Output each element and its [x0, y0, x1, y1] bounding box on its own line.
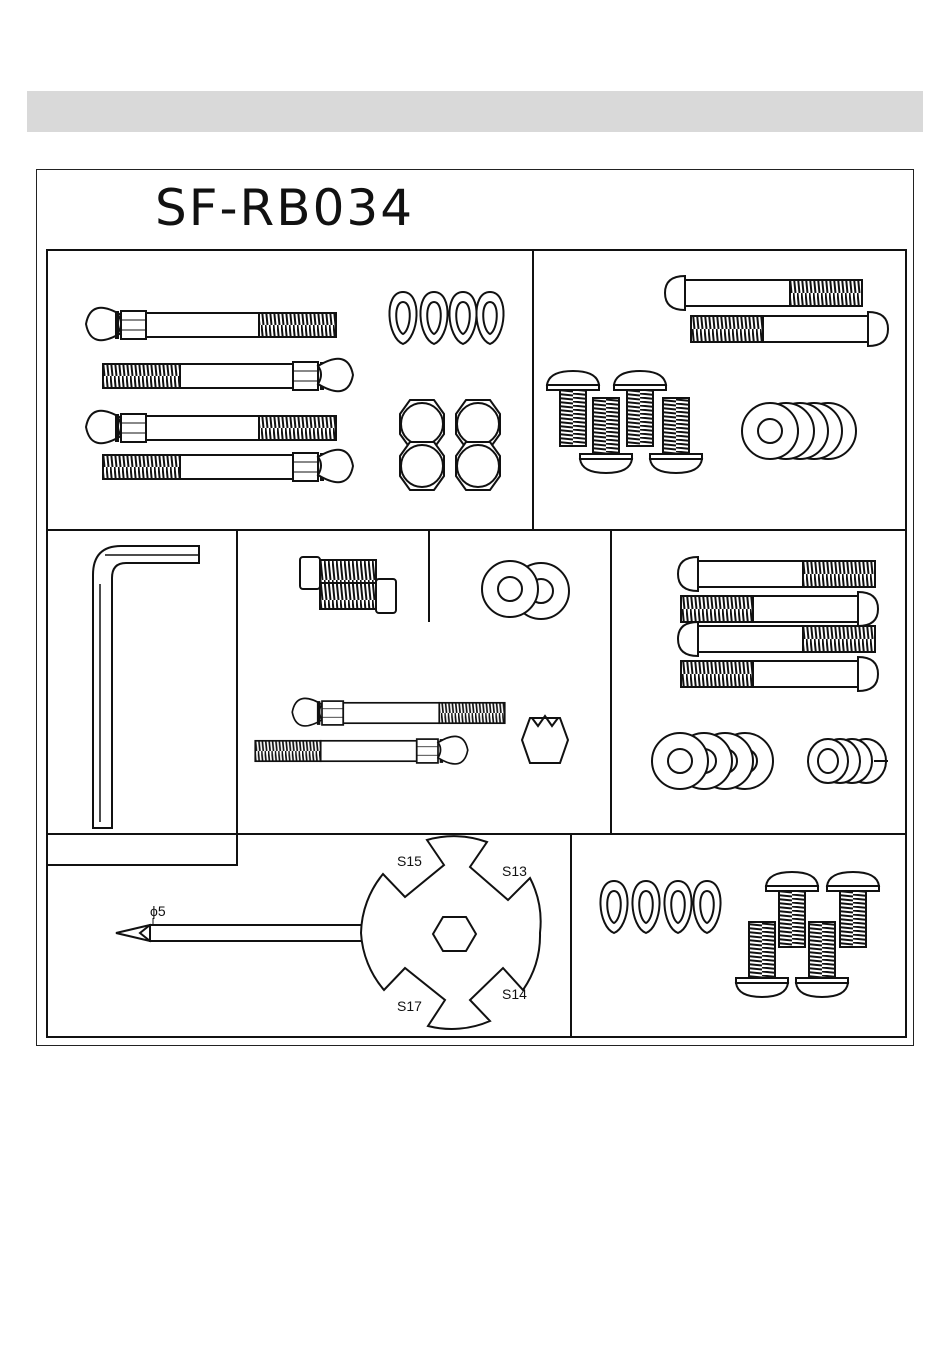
rod-diameter-label: ϕ5 — [150, 903, 166, 919]
wrench-size-s14: S14 — [502, 986, 527, 1002]
wrench-size-s15: S15 — [397, 853, 422, 869]
wrench-size-s13: S13 — [502, 863, 527, 879]
wrench-size-s17: S17 — [397, 998, 422, 1014]
